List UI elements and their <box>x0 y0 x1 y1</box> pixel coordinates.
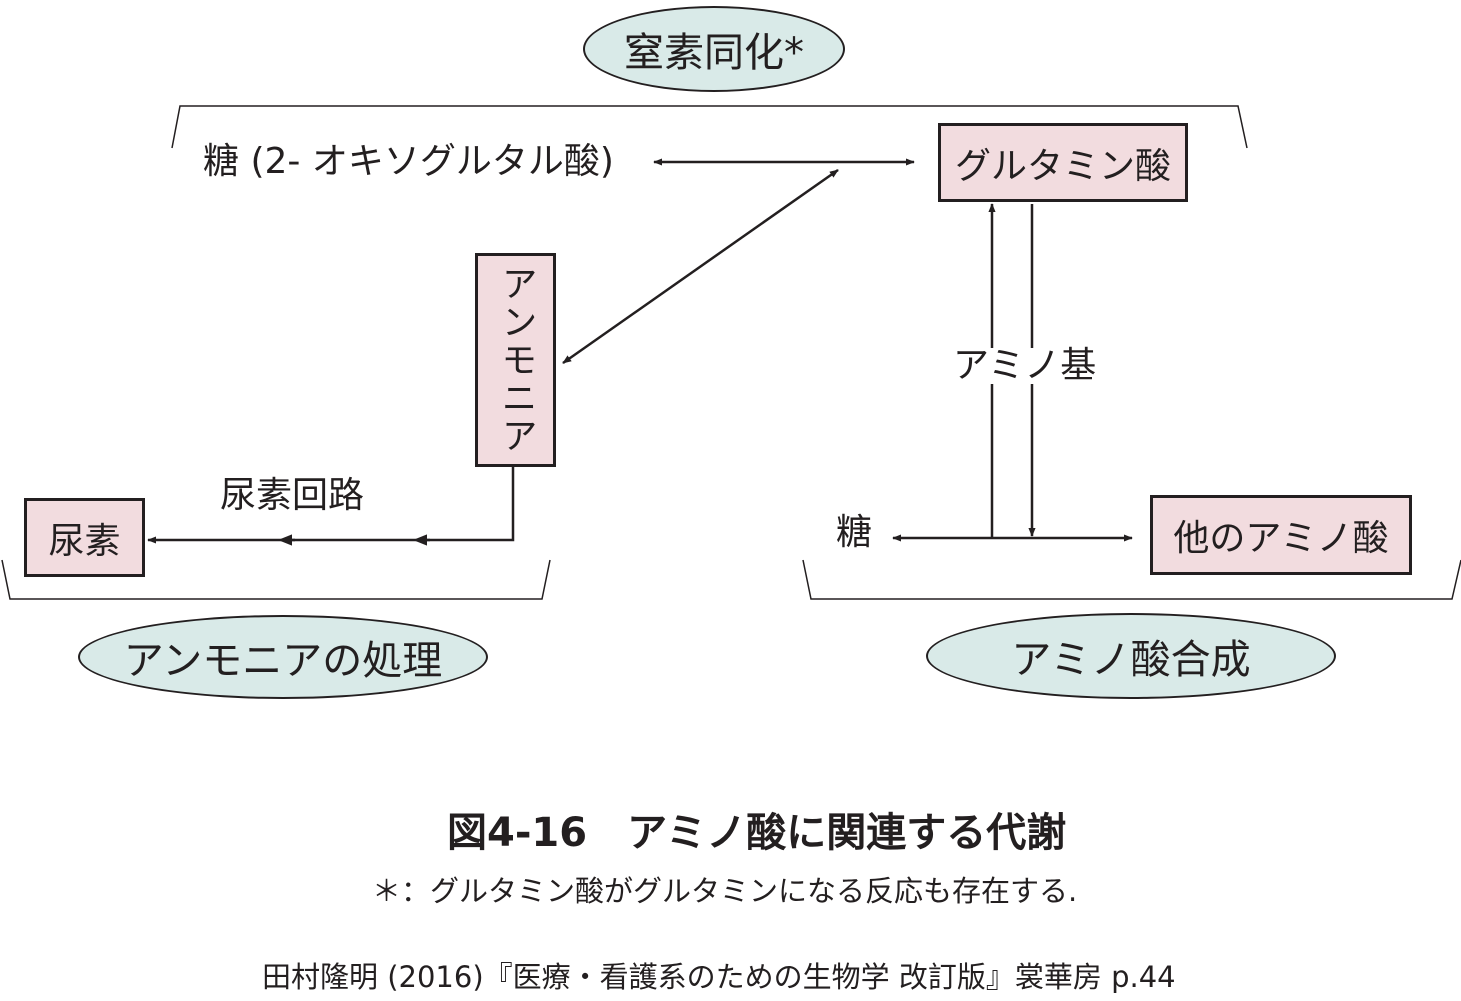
node-sugar-2-oxoglutarate: 糖 (2- オキソグルタル酸) <box>203 141 614 182</box>
group-ammonia-processing: アンモニアの処理 <box>78 615 488 699</box>
group-nitrogen-assimilation-label: 窒素同化* <box>624 30 804 76</box>
node-sugar: 糖 <box>836 512 873 553</box>
group-amino-acid-synthesis-label: アミノ酸合成 <box>1011 637 1251 683</box>
node-other-amino-acids-label: 他のアミノ酸 <box>1173 518 1389 559</box>
node-glutamic-acid: グルタミン酸 <box>938 123 1188 202</box>
edge-label-amino-group: アミノ基 <box>949 348 1101 384</box>
arrow-ammonia-assimilation <box>562 168 839 365</box>
figure-note: ＊：グルタミン酸がグルタミンになる反応も存在する. <box>372 874 1078 908</box>
node-other-amino-acids: 他のアミノ酸 <box>1150 495 1412 575</box>
edge-label-urea-cycle: 尿素回路 <box>220 475 365 516</box>
bracket-amino-acid-synthesis <box>802 559 1461 600</box>
figure-title: 図4-16 アミノ酸に関連する代謝 <box>447 810 1067 856</box>
figure-source: 田村隆明 (2016)『医療・看護系のための生物学 改訂版』裳華房 p.44 <box>262 960 1176 994</box>
group-nitrogen-assimilation: 窒素同化* <box>583 6 845 92</box>
node-urea-label: 尿素 <box>48 520 121 562</box>
group-ammonia-processing-label: アンモニアの処理 <box>123 638 443 684</box>
arrow-urea-cycle <box>147 466 515 544</box>
group-amino-acid-synthesis: アミノ酸合成 <box>926 613 1336 699</box>
bracket-ammonia-processing <box>1 559 551 600</box>
bracket-nitrogen-assimilation <box>171 105 1248 149</box>
node-ammonia-label: アンモニア <box>495 265 537 455</box>
node-glutamic-acid-label: グルタミン酸 <box>954 145 1171 187</box>
node-ammonia: アンモニア <box>475 253 556 467</box>
node-urea: 尿素 <box>24 498 145 577</box>
